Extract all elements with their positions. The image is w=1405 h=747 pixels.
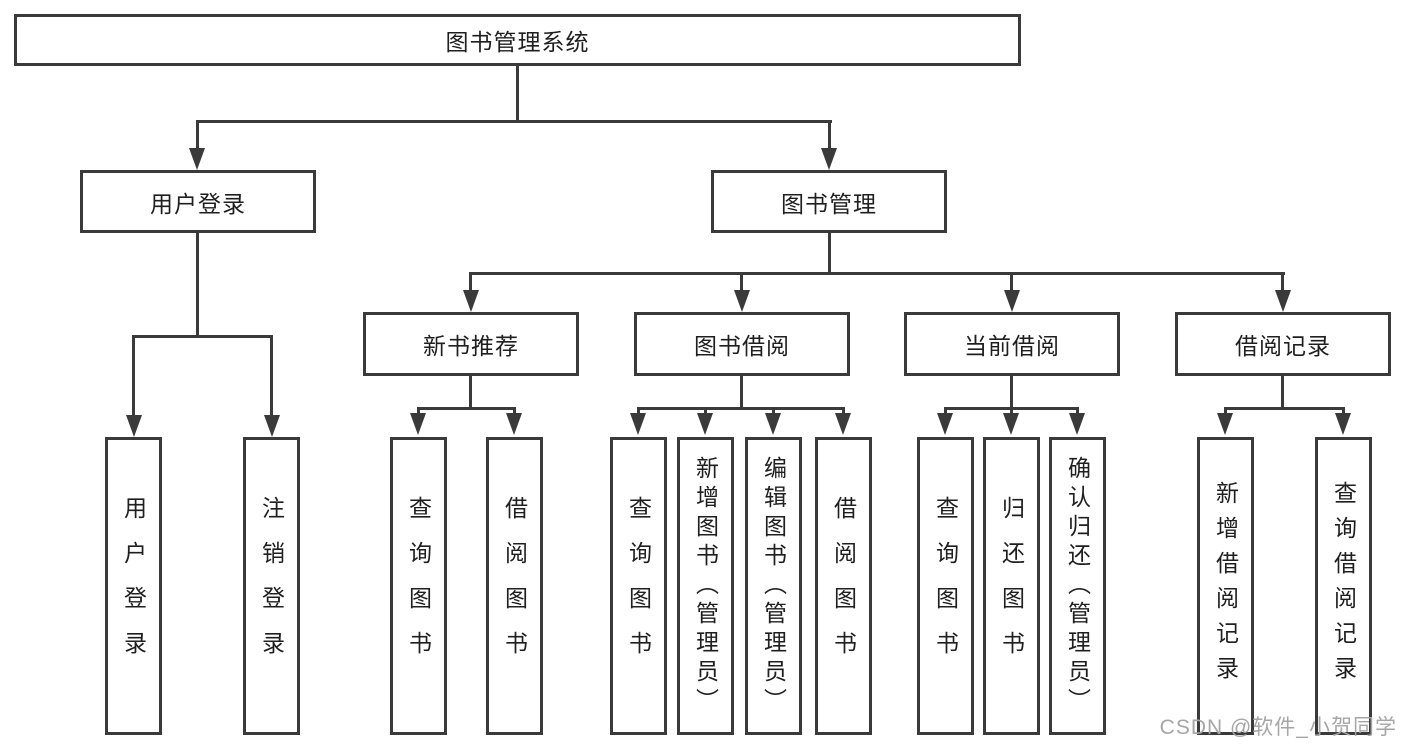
connector-line: [196, 120, 832, 123]
arrow-down-icon: [1275, 290, 1291, 312]
connector-line: [637, 407, 640, 417]
node-borrow-record: 借阅记录: [1175, 312, 1391, 376]
connector-line: [196, 120, 199, 152]
connector-line: [828, 120, 831, 152]
node-book-borrow: 图书借阅: [634, 312, 850, 376]
connector-line: [1281, 272, 1284, 292]
leaf-add-books-admin-label: 新增图书（管理员）: [692, 455, 719, 717]
arrow-down-icon: [1069, 413, 1085, 435]
connector-line: [944, 407, 947, 417]
leaf-query-borrow-record-label: 查询借阅记录: [1330, 481, 1357, 691]
connector-line: [516, 64, 519, 120]
leaf-return-books-label: 归还图书: [998, 496, 1025, 676]
leaf-query-books-1-label: 查询图书: [405, 496, 432, 676]
leaf-query-books-2-label: 查询图书: [625, 496, 652, 676]
arrow-down-icon: [506, 413, 522, 435]
node-book-borrow-label: 图书借阅: [694, 333, 790, 359]
connector-line: [772, 407, 775, 417]
arrow-down-icon: [1335, 413, 1351, 435]
node-current-borrow-label: 当前借阅: [964, 333, 1060, 359]
watermark: CSDN @软件_小贺同学: [1159, 716, 1397, 739]
arrow-down-icon: [765, 413, 781, 435]
connector-line: [513, 407, 516, 417]
connector-line: [740, 272, 743, 292]
leaf-user-login: 用户登录: [105, 437, 162, 735]
connector-line: [417, 407, 516, 410]
node-user-login: 用户登录: [80, 170, 316, 233]
arrow-down-icon: [835, 413, 851, 435]
leaf-add-borrow-record: 新增借阅记录: [1197, 437, 1254, 735]
leaf-edit-books-admin-label: 编辑图书（管理员）: [760, 455, 787, 717]
connector-line: [1342, 407, 1345, 417]
leaf-add-books-admin: 新增图书（管理员）: [677, 437, 734, 735]
arrow-down-icon: [697, 413, 713, 435]
leaf-confirm-return-admin-label: 确认归还（管理员）: [1064, 455, 1091, 717]
arrow-down-icon: [189, 148, 205, 170]
node-root-label: 图书管理系统: [445, 29, 590, 55]
connector-line: [637, 407, 845, 410]
connector-line: [132, 335, 273, 338]
node-new-book-recommend-label: 新书推荐: [423, 333, 519, 359]
connector-line: [1010, 376, 1013, 410]
arrow-down-icon: [126, 415, 142, 437]
leaf-logout-label: 注销登录: [258, 496, 285, 676]
connector-line: [1224, 407, 1227, 417]
leaf-user-login-label: 用户登录: [120, 496, 147, 676]
leaf-logout: 注销登录: [243, 437, 300, 735]
arrow-down-icon: [463, 290, 479, 312]
arrow-down-icon: [937, 413, 953, 435]
connector-line: [704, 407, 707, 417]
arrow-down-icon: [410, 413, 426, 435]
arrow-down-icon: [1217, 413, 1233, 435]
leaf-query-books-3: 查询图书: [917, 437, 974, 735]
leaf-return-books: 归还图书: [983, 437, 1040, 735]
arrow-down-icon: [1004, 290, 1020, 312]
connector-line: [1010, 272, 1013, 292]
node-user-login-label: 用户登录: [150, 190, 246, 217]
arrow-down-icon: [630, 413, 646, 435]
leaf-query-books-1: 查询图书: [390, 437, 447, 735]
leaf-query-books-3-label: 查询图书: [932, 496, 959, 676]
leaf-borrow-books-2: 借阅图书: [815, 437, 872, 735]
connector-line: [469, 272, 472, 292]
connector-line: [740, 376, 743, 410]
connector-line: [132, 335, 135, 417]
connector-line: [1076, 407, 1079, 417]
connector-line: [417, 407, 420, 417]
leaf-query-books-2: 查询图书: [610, 437, 667, 735]
leaf-edit-books-admin: 编辑图书（管理员）: [745, 437, 802, 735]
connector-line: [196, 233, 199, 338]
connector-line: [1224, 407, 1345, 410]
leaf-query-borrow-record: 查询借阅记录: [1315, 437, 1372, 735]
node-new-book-recommend: 新书推荐: [363, 312, 579, 376]
leaf-add-borrow-record-label: 新增借阅记录: [1212, 481, 1239, 691]
node-borrow-record-label: 借阅记录: [1235, 333, 1331, 359]
connector-line: [469, 376, 472, 410]
arrow-down-icon: [821, 148, 837, 170]
node-current-borrow: 当前借阅: [904, 312, 1120, 376]
arrow-down-icon: [264, 415, 280, 437]
arrow-down-icon: [1003, 413, 1019, 435]
node-book-management-label: 图书管理: [781, 190, 877, 217]
leaf-borrow-books-2-label: 借阅图书: [830, 496, 857, 676]
leaf-confirm-return-admin: 确认归还（管理员）: [1049, 437, 1106, 735]
connector-line: [469, 272, 1285, 275]
node-book-management: 图书管理: [711, 170, 947, 233]
connector-line: [270, 335, 273, 417]
node-root: 图书管理系统: [14, 14, 1021, 66]
leaf-borrow-books-1: 借阅图书: [486, 437, 543, 735]
connector-line: [842, 407, 845, 417]
connector-line: [828, 233, 831, 275]
leaf-borrow-books-1-label: 借阅图书: [501, 496, 528, 676]
connector-line: [1281, 376, 1284, 410]
arrow-down-icon: [734, 290, 750, 312]
connector-line: [1010, 407, 1013, 417]
